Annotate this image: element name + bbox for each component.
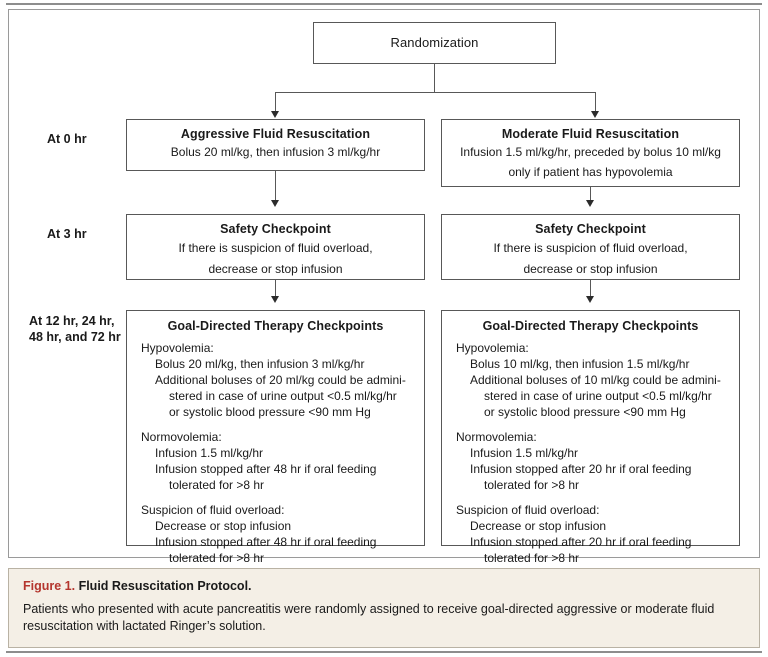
caption-title-line: Figure 1. Fluid Resuscitation Protocol.: [23, 579, 745, 595]
safety-right-title: Safety Checkpoint: [535, 222, 646, 236]
gdt-left-hypovolemia-line-2: Additional boluses of 20 ml/kg could be …: [155, 373, 406, 388]
gdt-left-overload-line-3: tolerated for >8 hr: [169, 551, 265, 566]
caption-body: Patients who presented with acute pancre…: [23, 601, 715, 634]
gdt-left-normovolemia-line-1: Infusion 1.5 ml/kg/hr: [155, 446, 264, 461]
stage-label-0hr: At 0 hr: [47, 132, 87, 146]
gdt-right-body: Hypovolemia: Bolus 10 ml/kg, then infusi…: [442, 340, 739, 566]
figure-caption: Figure 1. Fluid Resuscitation Protocol. …: [8, 568, 760, 648]
moderate-detail-line1: Infusion 1.5 ml/kg/hr, preceded by bolus…: [460, 145, 721, 159]
top-rule: [6, 3, 762, 5]
stage-label-12hr-line1: At 12 hr, 24 hr,: [29, 314, 115, 328]
gdt-right-group-fluid-overload: Suspicion of fluid overload: Decrease or…: [456, 502, 729, 566]
arrowhead-to-aggressive: [271, 111, 279, 118]
gdt-left-overload-line-1: Decrease or stop infusion: [155, 519, 292, 534]
gdt-left-hypovolemia-line-1: Bolus 20 ml/kg, then infusion 3 ml/kg/hr: [155, 357, 365, 372]
arrowhead-moderate-to-safety: [586, 200, 594, 207]
gdt-right-overload-header: Suspicion of fluid overload:: [456, 503, 600, 518]
gdt-left-hypovolemia-line-4: or systolic blood pressure <90 mm Hg: [169, 405, 371, 420]
connector-safety-right-to-gdt: [590, 280, 591, 296]
gdt-right-normovolemia-line-2: Infusion stopped after 20 hr if oral fee…: [470, 462, 692, 477]
gdt-left-group-fluid-overload: Suspicion of fluid overload: Decrease or…: [141, 502, 414, 566]
gdt-right-hypovolemia-line-4: or systolic blood pressure <90 mm Hg: [484, 405, 686, 420]
gdt-left-body: Hypovolemia: Bolus 20 ml/kg, then infusi…: [127, 340, 424, 566]
gdt-right-group-hypovolemia: Hypovolemia: Bolus 10 ml/kg, then infusi…: [456, 340, 729, 420]
gdt-right-hypovolemia-line-3: stered in case of urine output <0.5 ml/k…: [484, 389, 712, 404]
gdt-left-normovolemia-line-3: tolerated for >8 hr: [169, 478, 265, 493]
node-moderate-fluid-resuscitation[interactable]: Moderate Fluid Resuscitation Infusion 1.…: [441, 119, 740, 187]
node-gdt-checkpoints-moderate[interactable]: Goal-Directed Therapy Checkpoints Hypovo…: [441, 310, 740, 565]
node-randomization[interactable]: Randomization: [313, 22, 556, 64]
connector-root-horizontal: [275, 92, 595, 93]
randomization-label: Randomization: [390, 35, 479, 50]
connector-safety-left-to-gdt: [275, 280, 276, 296]
safety-right-line2: decrease or stop infusion: [523, 261, 658, 276]
gdt-left-normovolemia-header: Normovolemia:: [141, 430, 222, 445]
gdt-left-group-hypovolemia: Hypovolemia: Bolus 20 ml/kg, then infusi…: [141, 340, 414, 420]
aggressive-detail: Bolus 20 ml/kg, then infusion 3 ml/kg/hr: [170, 145, 381, 159]
gdt-right-group-normovolemia: Normovolemia: Infusion 1.5 ml/kg/hr Infu…: [456, 429, 729, 493]
connector-root-right-drop: [595, 92, 596, 112]
moderate-detail-line2: only if patient has hypovolemia: [508, 164, 673, 179]
safety-left-title: Safety Checkpoint: [220, 222, 331, 236]
node-safety-checkpoint-aggressive[interactable]: Safety Checkpoint If there is suspicion …: [126, 214, 425, 280]
gdt-right-hypovolemia-line-1: Bolus 10 ml/kg, then infusion 1.5 ml/kg/…: [470, 357, 690, 372]
flowchart: Randomization At 0 hr At 3 hr At 12 hr, …: [29, 22, 740, 565]
arrowhead-safety-left-to-gdt: [271, 296, 279, 303]
gdt-left-hypovolemia-header: Hypovolemia:: [141, 341, 214, 355]
node-aggressive-fluid-resuscitation[interactable]: Aggressive Fluid Resuscitation Bolus 20 …: [126, 119, 425, 171]
gdt-right-normovolemia-header: Normovolemia:: [456, 430, 537, 445]
safety-left-line1: If there is suspicion of fluid overload,: [178, 241, 373, 255]
gdt-right-normovolemia-line-1: Infusion 1.5 ml/kg/hr: [470, 446, 579, 461]
node-gdt-checkpoints-aggressive[interactable]: Goal-Directed Therapy Checkpoints Hypovo…: [126, 310, 425, 565]
connector-aggressive-to-safety: [275, 171, 276, 200]
connector-moderate-to-safety: [590, 187, 591, 200]
gdt-right-normovolemia-line-3: tolerated for >8 hr: [484, 478, 580, 493]
gdt-right-hypovolemia-header: Hypovolemia:: [456, 341, 529, 355]
safety-right-line1: If there is suspicion of fluid overload,: [493, 241, 688, 255]
moderate-title: Moderate Fluid Resuscitation: [501, 127, 680, 141]
stage-label-12hr: At 12 hr, 24 hr, 48 hr, and 72 hr: [29, 313, 121, 345]
stage-label-12hr-line2: 48 hr, and 72 hr: [29, 330, 121, 344]
safety-left-line2: decrease or stop infusion: [208, 261, 343, 276]
arrowhead-to-moderate: [591, 111, 599, 118]
caption-title-text: Fluid Resuscitation Protocol.: [78, 579, 252, 593]
connector-root-left-drop: [275, 92, 276, 112]
caption-figure-number: Figure 1.: [23, 579, 76, 593]
gdt-right-overload-line-1: Decrease or stop infusion: [470, 519, 607, 534]
gdt-left-normovolemia-line-2: Infusion stopped after 48 hr if oral fee…: [155, 462, 377, 477]
gdt-right-overload-line-2: Infusion stopped after 20 hr if oral fee…: [470, 535, 692, 550]
node-safety-checkpoint-moderate[interactable]: Safety Checkpoint If there is suspicion …: [441, 214, 740, 280]
connector-root-stem: [434, 64, 435, 92]
gdt-right-title: Goal-Directed Therapy Checkpoints: [482, 319, 699, 333]
gdt-left-title: Goal-Directed Therapy Checkpoints: [167, 319, 384, 333]
gdt-right-hypovolemia-line-2: Additional boluses of 10 ml/kg could be …: [470, 373, 721, 388]
bottom-rule: [6, 651, 762, 653]
aggressive-title: Aggressive Fluid Resuscitation: [180, 127, 371, 141]
arrowhead-aggressive-to-safety: [271, 200, 279, 207]
gdt-right-overload-line-3: tolerated for >8 hr: [484, 551, 580, 566]
gdt-left-overload-header: Suspicion of fluid overload:: [141, 503, 285, 518]
gdt-left-group-normovolemia: Normovolemia: Infusion 1.5 ml/kg/hr Infu…: [141, 429, 414, 493]
gdt-left-overload-line-2: Infusion stopped after 48 hr if oral fee…: [155, 535, 377, 550]
stage-label-3hr: At 3 hr: [47, 227, 87, 241]
gdt-left-hypovolemia-line-3: stered in case of urine output <0.5 ml/k…: [169, 389, 397, 404]
arrowhead-safety-right-to-gdt: [586, 296, 594, 303]
